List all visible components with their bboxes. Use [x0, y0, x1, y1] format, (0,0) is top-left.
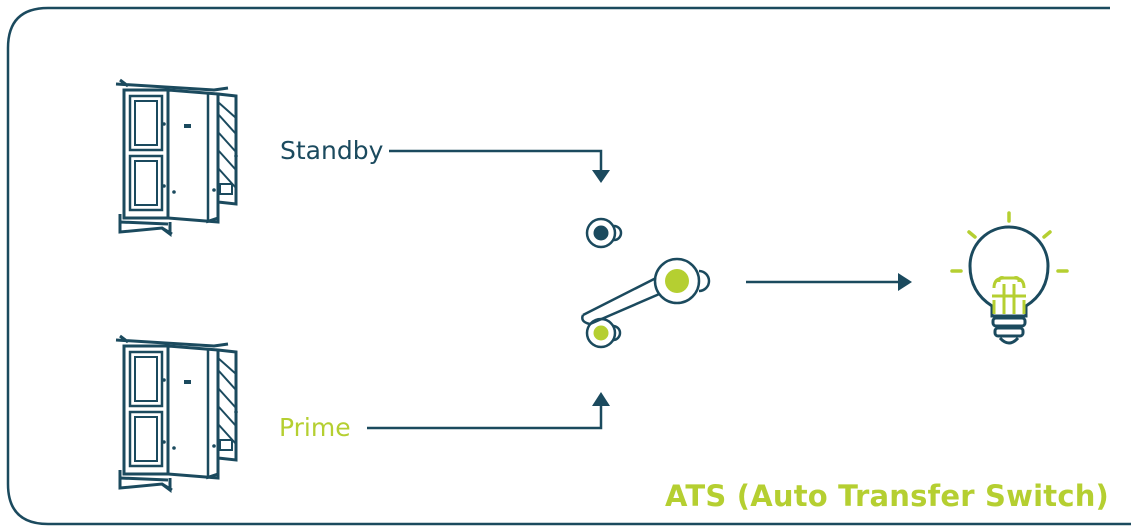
output-arrow [746, 273, 912, 291]
transfer-switch-icon [581, 217, 711, 349]
standby-label: Standby [280, 136, 384, 165]
prime-feed-arrow [367, 392, 610, 430]
prime-generator-icon [114, 334, 240, 492]
standby-feed-arrow [389, 149, 610, 183]
diagram-title: ATS (Auto Transfer Switch) [665, 479, 1110, 513]
light-bulb-icon [950, 211, 1069, 345]
diagram-frame [6, 6, 1131, 526]
prime-label: Prime [279, 413, 351, 442]
standby-generator-icon [114, 78, 240, 236]
